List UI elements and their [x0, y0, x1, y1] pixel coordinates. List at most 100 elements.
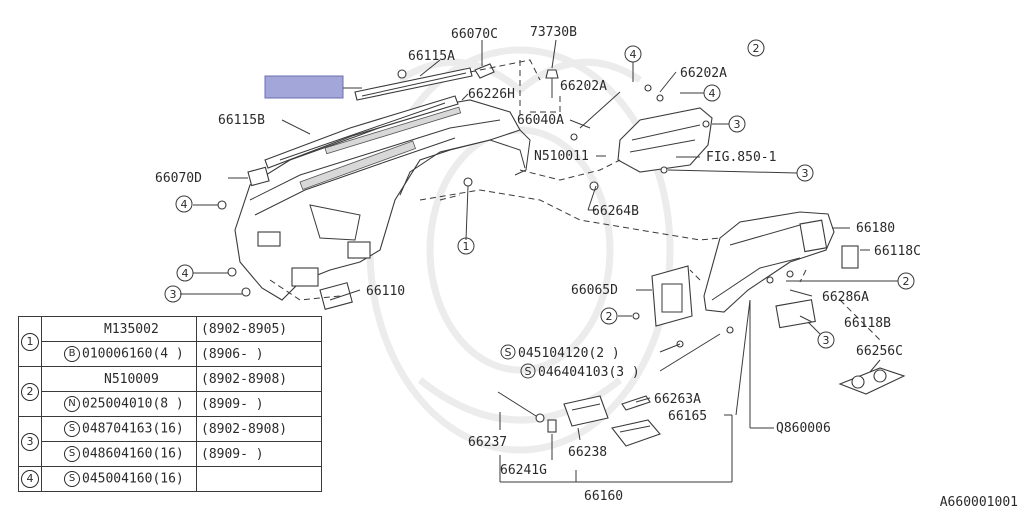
- svg-text:3: 3: [823, 334, 830, 347]
- ref-circle-1: 1: [21, 332, 39, 351]
- callout-label: 66065D: [571, 283, 618, 298]
- spring-66263A: [621, 395, 651, 411]
- callout-label: FIG.850-1: [706, 150, 776, 165]
- callout-label: 66226H: [468, 87, 515, 102]
- svg-text:3: 3: [170, 288, 177, 301]
- screw-icon: [786, 270, 794, 278]
- legend-key-cell: 3: [18, 416, 42, 467]
- assembly-lines: [269, 59, 881, 341]
- center-panel-66180: [703, 211, 835, 313]
- ref-circle-3: 3: [817, 331, 835, 349]
- callout-label: 66040A: [517, 113, 564, 128]
- defroster-grille-66115A: [354, 67, 473, 101]
- screw-icon: [766, 276, 774, 284]
- defroster-66115B: [264, 95, 459, 169]
- vent-66118B: [775, 299, 816, 329]
- legend-key-cell: 2: [18, 366, 42, 417]
- callout-label: 66115A: [408, 49, 455, 64]
- svg-text:3: 3: [802, 167, 809, 180]
- ref-circle-2: 2: [21, 382, 39, 401]
- dashboard-panel: [234, 99, 531, 301]
- ref-circle-3: 3: [796, 164, 814, 182]
- cover-66070D: [247, 166, 270, 187]
- ashtray-66238: [563, 395, 609, 427]
- callout-label: 66202A: [560, 79, 607, 94]
- screw-icon: [397, 69, 407, 79]
- ref-circle-4: 4: [624, 45, 642, 63]
- callout-label: 66241G: [500, 463, 547, 478]
- svg-text:2: 2: [903, 275, 910, 288]
- bolt-icon: [589, 181, 599, 191]
- combination-meter: [617, 84, 713, 174]
- svg-text:1: 1: [463, 240, 470, 253]
- callout-label: N510011: [534, 149, 589, 164]
- callout-label: 66264B: [592, 204, 639, 219]
- legend-date-cell: (8902-8908): [196, 366, 322, 392]
- svg-text:2: 2: [606, 310, 613, 323]
- callout-label: 66286A: [822, 290, 869, 305]
- callout-label: 66237: [468, 435, 507, 450]
- clip-66070C: [474, 63, 495, 79]
- legend-key-cell: 1: [18, 316, 42, 367]
- callout-label: 66160: [584, 489, 623, 504]
- svg-text:4: 4: [182, 267, 189, 280]
- svg-text:S: S: [505, 346, 512, 359]
- lighter-66237: [497, 391, 557, 433]
- bracket-66065D: [651, 265, 693, 327]
- callout-label: 66256C: [856, 344, 903, 359]
- ref-circle-s: S: [520, 363, 536, 379]
- svg-text:4: 4: [709, 87, 716, 100]
- callout-label: 66238: [568, 445, 607, 460]
- screw-icon: [726, 326, 734, 334]
- callout-label: 046404103(3 ): [538, 365, 640, 380]
- diagram-id: A660001001: [939, 495, 1018, 510]
- legend-key-cell: 4: [18, 466, 42, 492]
- ref-circle-4: 4: [176, 264, 194, 282]
- callout-label: 66180: [856, 221, 895, 236]
- cup-holder-66256C: [838, 367, 906, 395]
- svg-text:2: 2: [753, 42, 760, 55]
- ref-circle-s: S: [500, 344, 516, 360]
- svg-text:3: 3: [734, 118, 741, 131]
- legend-part-cell: M135002: [41, 316, 197, 342]
- callout-label: 66115B: [218, 113, 265, 128]
- legend-date-cell: [196, 466, 322, 492]
- svg-text:S: S: [525, 365, 532, 378]
- ref-circle-4: 4: [21, 470, 39, 488]
- legend-date-cell: (8902-8905): [196, 316, 322, 342]
- ref-circle-4: 4: [703, 84, 721, 102]
- table-row: 1 M135002 (8902-8905): [18, 316, 322, 367]
- legend-part-cell: N510009: [41, 366, 197, 392]
- svg-text:4: 4: [630, 48, 637, 61]
- callout-label: 66118C: [874, 244, 921, 259]
- callout-label: 66070D: [155, 171, 202, 186]
- legend-date-cell: (8906- ): [196, 341, 322, 367]
- callout-label: 66202A: [680, 66, 727, 81]
- highlight-box: [264, 75, 344, 99]
- callout-label: 66110: [366, 284, 405, 299]
- ref-circle-2: 2: [747, 39, 765, 57]
- ref-circle-1: 1: [457, 237, 475, 255]
- b-mark-icon: B: [64, 346, 80, 362]
- table-row: 2 N510009 (8902-8908): [18, 366, 322, 417]
- callout-label: 66263A: [654, 392, 701, 407]
- ref-circle-3: 3: [21, 432, 39, 451]
- callout-label: 66118B: [844, 316, 891, 331]
- s-mark-icon: S: [64, 446, 80, 462]
- callout-label: 73730B: [530, 25, 577, 40]
- leader-lines: [180, 39, 898, 483]
- screw-icon: [217, 200, 227, 210]
